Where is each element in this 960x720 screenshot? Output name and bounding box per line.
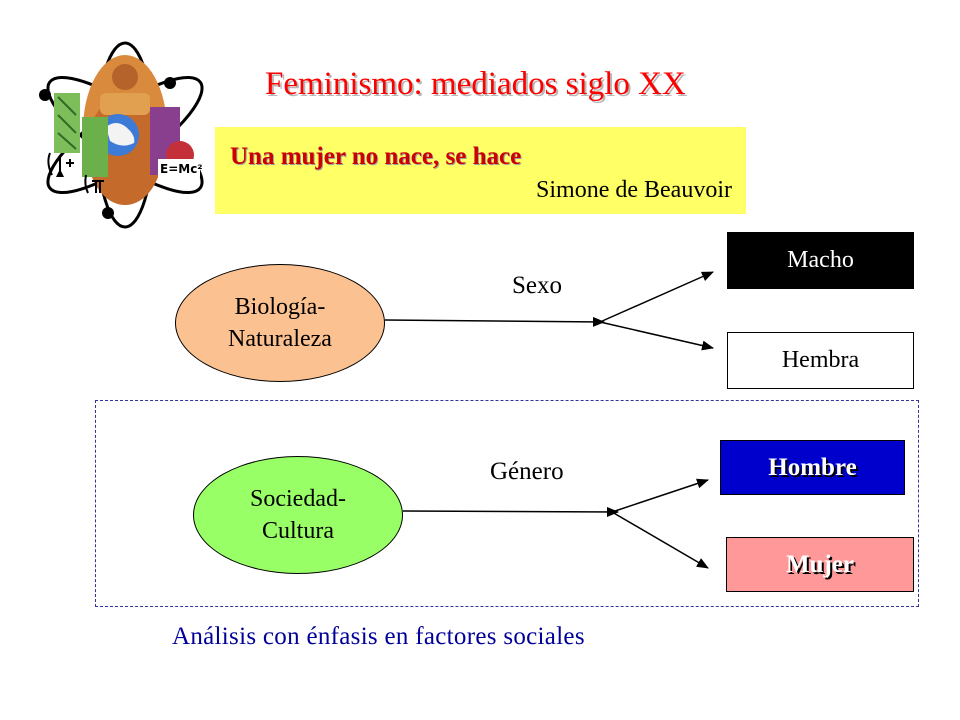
macho-box: Macho	[727, 232, 914, 289]
quote-author: Simone de Beauvoir	[536, 177, 732, 203]
science-atom-logo-icon: E=Mc²	[30, 35, 215, 230]
mujer-box: Mujer	[726, 537, 914, 592]
society-frame	[95, 400, 919, 607]
biology-nature-label: Biología- Naturaleza	[228, 294, 332, 352]
society-culture-node: Sociedad- Cultura	[193, 456, 403, 574]
genero-label: Género	[490, 458, 564, 485]
quote-box: Una mujer no nace, se hace Simone de Bea…	[215, 127, 746, 214]
sexo-label: Sexo	[512, 272, 562, 299]
biology-nature-node: Biología- Naturaleza	[175, 264, 385, 382]
quote-text: Una mujer no nace, se hace	[230, 143, 522, 170]
footer-caption: Análisis con énfasis en factores sociale…	[172, 623, 585, 650]
hombre-box: Hombre	[720, 440, 905, 495]
hembra-box: Hembra	[727, 332, 914, 389]
society-culture-label: Sociedad- Cultura	[250, 486, 346, 544]
slide-title: Feminismo: mediados siglo XX	[265, 66, 686, 102]
equation-text: E=Mc²	[160, 162, 203, 176]
